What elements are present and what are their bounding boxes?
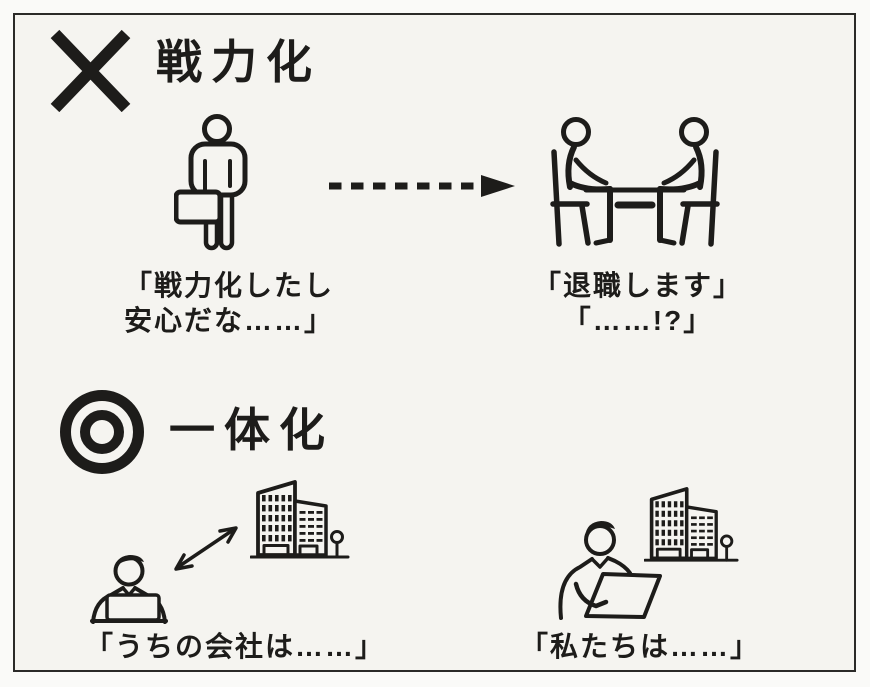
- x-mark-icon: [48, 28, 132, 112]
- office-building-icon: [644, 486, 739, 564]
- section-ittaika-heading: 一体化: [169, 404, 334, 456]
- double-headed-arrow-icon: [165, 517, 247, 579]
- meeting-caption-line1: 「退職します」: [532, 270, 743, 301]
- person-at-laptop-icon: [90, 551, 168, 625]
- dashed-arrow-right-icon: [326, 171, 518, 201]
- office-building-icon: [250, 479, 350, 561]
- person-with-laptop-icon: [552, 514, 672, 620]
- meeting-caption: 「退職します」 「……!?」: [502, 268, 774, 338]
- team-caption: 「私たちは……」: [519, 631, 760, 662]
- employee-caption: 「うちの会社は……」: [84, 631, 385, 662]
- two-people-at-table-icon: [546, 116, 724, 248]
- worker-caption-line1: 「戦力化したし: [123, 270, 334, 301]
- worker-caption: 「戦力化したし 安心だな……」: [93, 268, 365, 338]
- section-senryokuka-heading: 戦力化: [156, 36, 321, 88]
- diagram-frame: [13, 13, 856, 672]
- businessman-briefcase-icon: [174, 112, 254, 252]
- meeting-caption-line2: 「……!?」: [562, 305, 714, 336]
- worker-caption-line2: 安心だな……」: [123, 305, 334, 336]
- double-circle-icon: [58, 388, 146, 476]
